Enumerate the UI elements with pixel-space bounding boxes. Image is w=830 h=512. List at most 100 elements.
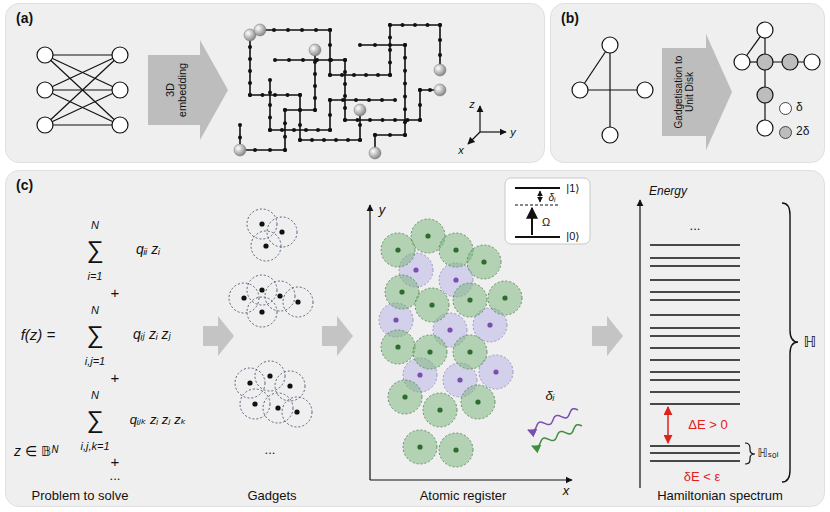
node-dot bbox=[322, 138, 326, 142]
node-dot bbox=[403, 107, 407, 111]
node-dot bbox=[295, 299, 300, 304]
node-dot bbox=[418, 88, 422, 92]
node-dot bbox=[403, 43, 407, 47]
drawing-stroke bbox=[650, 445, 740, 446]
node-dot bbox=[428, 88, 432, 92]
drawing-stroke bbox=[505, 178, 590, 244]
drawing-stroke bbox=[639, 200, 640, 488]
drawing-stroke bbox=[480, 131, 506, 132]
node-dot bbox=[376, 73, 380, 77]
node-dot bbox=[346, 138, 350, 142]
node-dot bbox=[401, 23, 405, 27]
node-dot bbox=[112, 82, 128, 98]
drawing-stroke bbox=[580, 89, 645, 90]
space-label: ℍₛₒₗ bbox=[757, 447, 778, 460]
node-dot bbox=[298, 123, 302, 127]
node-dot bbox=[343, 118, 347, 122]
formula: f(z) = bbox=[21, 327, 56, 344]
axis-label: y bbox=[379, 203, 386, 217]
node-dot bbox=[479, 355, 513, 389]
node-dot bbox=[275, 405, 280, 410]
node-dot bbox=[358, 138, 362, 142]
formula-term: qᵢⱼₖ zᵢ zⱼ zₖ bbox=[130, 413, 186, 427]
drawing-stroke bbox=[45, 89, 120, 90]
node-dot bbox=[438, 68, 442, 72]
node-dot bbox=[385, 275, 419, 309]
node-dot bbox=[403, 94, 407, 98]
gap-arrow bbox=[667, 407, 669, 443]
node-dot bbox=[381, 118, 385, 122]
node-dot bbox=[294, 409, 299, 414]
drawing-stroke bbox=[360, 45, 405, 153]
node-dot bbox=[248, 93, 252, 97]
axis-label: x bbox=[563, 484, 570, 498]
drawing-stroke bbox=[650, 257, 740, 258]
node-dot bbox=[388, 73, 392, 77]
node-dot bbox=[453, 335, 487, 369]
node-dot bbox=[467, 297, 472, 302]
node-dot bbox=[261, 93, 265, 97]
node-dot bbox=[343, 94, 347, 98]
panel-heading: (c) bbox=[6, 171, 33, 193]
node-dot bbox=[265, 281, 295, 311]
sum-limit: i,j=1 bbox=[85, 355, 106, 367]
node-dot bbox=[388, 61, 392, 65]
node-dot bbox=[804, 54, 820, 70]
node-dot bbox=[373, 133, 377, 137]
node-dot bbox=[403, 69, 407, 73]
node-dot bbox=[358, 43, 362, 47]
node-dot bbox=[354, 104, 366, 116]
drawing-stroke bbox=[45, 55, 120, 90]
node-dot bbox=[447, 327, 452, 332]
node-dot bbox=[275, 371, 305, 401]
drawing-stroke bbox=[650, 379, 740, 380]
node-dot bbox=[438, 53, 442, 57]
drawing-stroke bbox=[45, 90, 120, 125]
bipartite-graph bbox=[37, 47, 128, 133]
node-dot bbox=[388, 36, 392, 40]
node-dot bbox=[439, 263, 473, 297]
node-dot bbox=[253, 148, 257, 152]
node-dot bbox=[403, 430, 437, 464]
node-dot bbox=[298, 93, 302, 97]
node-dot bbox=[493, 369, 498, 374]
block-arrow bbox=[203, 316, 234, 356]
gap-label: δE < ε bbox=[684, 470, 721, 484]
node-dot bbox=[272, 28, 276, 32]
node-dot bbox=[267, 217, 297, 247]
node-dot bbox=[388, 48, 392, 52]
drawing-stroke bbox=[515, 187, 560, 189]
node-dot bbox=[388, 23, 392, 27]
node-dot bbox=[268, 78, 272, 82]
node-dot bbox=[268, 128, 272, 132]
node-dot bbox=[418, 118, 422, 122]
node-dot bbox=[757, 87, 773, 103]
node-dot bbox=[316, 128, 320, 132]
node-dot bbox=[298, 138, 302, 142]
node-dot bbox=[248, 45, 252, 49]
node-dot bbox=[434, 84, 446, 96]
space-brace bbox=[782, 203, 798, 482]
node-dot bbox=[364, 73, 368, 77]
node-dot bbox=[298, 108, 302, 112]
node-dot bbox=[418, 103, 422, 107]
node-dot bbox=[328, 98, 332, 102]
node-dot bbox=[427, 349, 432, 354]
node-dot bbox=[112, 47, 128, 63]
node-dot bbox=[402, 394, 407, 399]
node-dot bbox=[453, 247, 458, 252]
node-dot bbox=[248, 33, 252, 37]
node-dot bbox=[328, 28, 332, 32]
node-dot bbox=[417, 372, 422, 377]
node-dot bbox=[301, 58, 305, 62]
node-dot bbox=[238, 136, 242, 140]
node-dot bbox=[309, 44, 321, 56]
sum-symbol: ∑ bbox=[86, 237, 103, 263]
node-dot bbox=[280, 128, 284, 132]
drawing-stroke bbox=[650, 359, 740, 360]
drawing-stroke bbox=[650, 371, 740, 372]
node-dot bbox=[283, 287, 313, 317]
node-dot bbox=[373, 151, 377, 155]
node-dot bbox=[393, 317, 398, 322]
drawing-stroke bbox=[650, 299, 740, 300]
